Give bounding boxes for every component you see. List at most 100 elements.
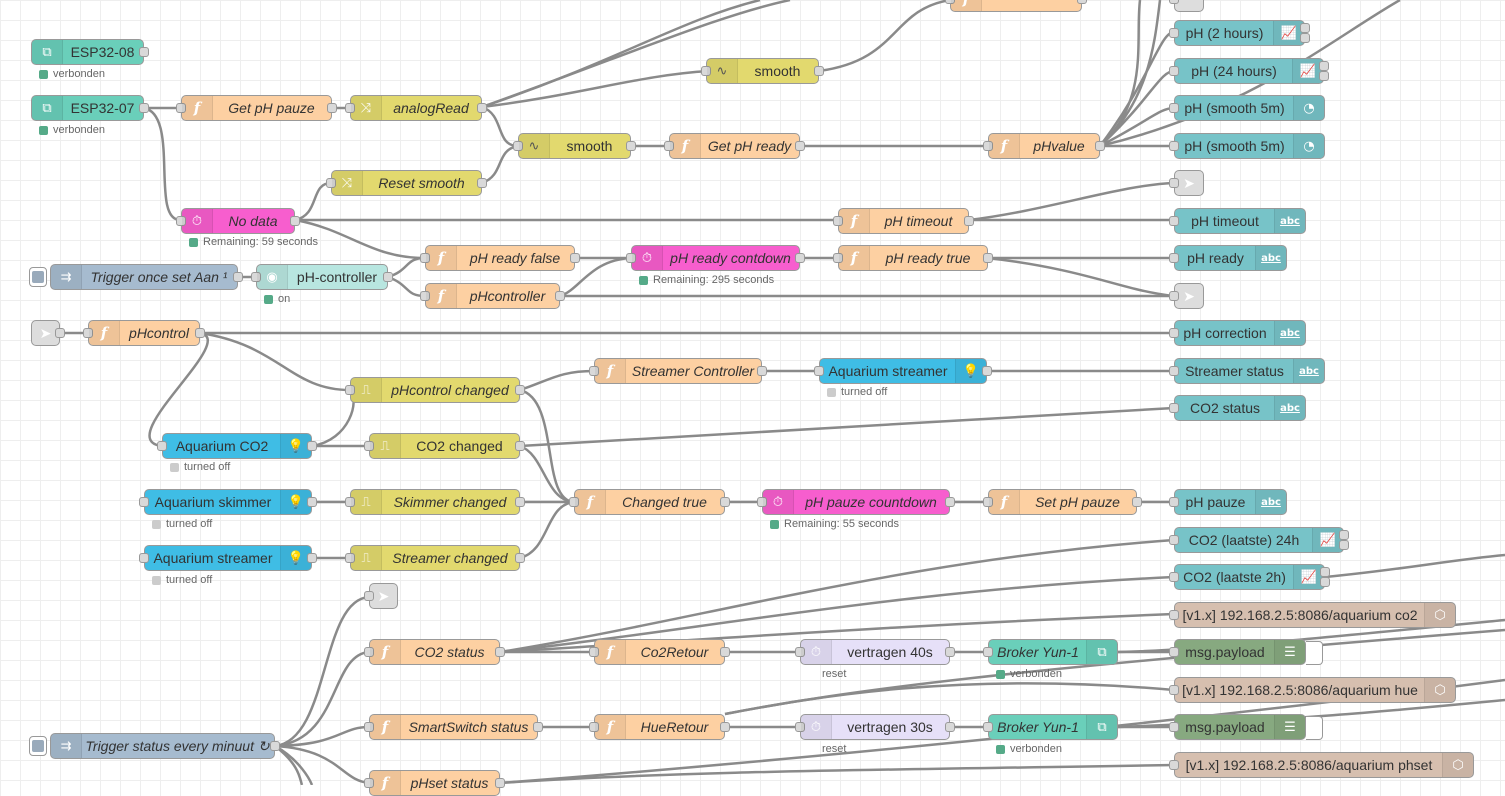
output-port[interactable]: [720, 647, 730, 657]
input-port[interactable]: [420, 253, 430, 263]
input-port[interactable]: [139, 497, 149, 507]
input-port[interactable]: [1169, 141, 1179, 151]
input-port[interactable]: [139, 553, 149, 563]
chart-node-co2-24h[interactable]: CO2 (laatste) 24h 📈: [1169, 527, 1349, 553]
chart-node-ph-24-hours[interactable]: pH (24 hours) 📈: [1169, 58, 1329, 84]
debug-node-msg-payload-a[interactable]: msg.payload ☰: [1169, 639, 1306, 665]
input-port[interactable]: [1169, 253, 1179, 263]
link-node-partial-top[interactable]: [1169, 0, 1204, 12]
function-node-streamer-controller[interactable]: f Streamer Controller: [589, 358, 767, 384]
input-port[interactable]: [176, 216, 186, 226]
input-port[interactable]: [420, 291, 430, 301]
rbe-node-co2-changed[interactable]: ⎍ CO2 changed: [364, 433, 525, 459]
mqtt-node-esp32-08[interactable]: ⧉ ESP32-08: [31, 39, 149, 65]
output-port[interactable]: [1320, 577, 1330, 587]
switch-node-analogread[interactable]: ⤨ analogRead: [345, 95, 487, 121]
input-port[interactable]: [513, 141, 523, 151]
input-port[interactable]: [1169, 366, 1179, 376]
mqtt-out-node-broker-yun-a[interactable]: Broker Yun-1 ⧉: [983, 639, 1118, 665]
gauge-node-ph-smooth-a[interactable]: pH (smooth 5m) ◔: [1169, 95, 1325, 121]
input-port[interactable]: [364, 591, 374, 601]
output-port[interactable]: [307, 497, 317, 507]
output-port[interactable]: [1319, 71, 1329, 81]
input-port[interactable]: [1169, 103, 1179, 113]
function-node-hueretour[interactable]: f HueRetour: [589, 714, 730, 740]
output-port[interactable]: [720, 722, 730, 732]
inject-node-trigger-status[interactable]: ⇉ Trigger status every minuut ↻: [50, 733, 280, 759]
output-port[interactable]: [1339, 540, 1349, 550]
output-port[interactable]: [327, 103, 337, 113]
output-port[interactable]: [383, 272, 393, 282]
influx-node-aquarium-co2[interactable]: [v1.x] 192.168.2.5:8086/aquarium co2 ⬡: [1169, 602, 1456, 628]
input-port[interactable]: [833, 253, 843, 263]
function-node-get-ph-ready[interactable]: f Get pH ready: [664, 133, 805, 159]
output-port[interactable]: [945, 647, 955, 657]
rbe-node-skimmer-changed[interactable]: ⎍ Skimmer changed: [345, 489, 525, 515]
input-port[interactable]: [364, 722, 374, 732]
text-node-ph-pauze[interactable]: pH pauze abc: [1169, 489, 1287, 515]
chart-node-co2-2h[interactable]: CO2 (laatste 2h) 📈: [1169, 564, 1330, 590]
output-port[interactable]: [307, 553, 317, 563]
input-port[interactable]: [795, 647, 805, 657]
input-port[interactable]: [83, 328, 93, 338]
rbe-node-streamer-changed[interactable]: ⎍ Streamer changed: [345, 545, 525, 571]
link-out-node-b[interactable]: ➤: [1169, 283, 1204, 309]
smooth-node-mid[interactable]: ∿ smooth: [513, 133, 636, 159]
input-port[interactable]: [983, 497, 993, 507]
input-port[interactable]: [983, 141, 993, 151]
output-port[interactable]: [515, 441, 525, 451]
function-node-co2retour[interactable]: f Co2Retour: [589, 639, 730, 665]
output-port[interactable]: [1095, 141, 1105, 151]
hue-node-aquarium-skimmer[interactable]: Aquarium skimmer 💡: [139, 489, 317, 515]
hue-node-aquarium-co2[interactable]: Aquarium CO2 💡: [157, 433, 317, 459]
input-port[interactable]: [589, 722, 599, 732]
debug-toggle-b[interactable]: [1306, 716, 1323, 740]
influx-node-aquarium-hue[interactable]: [v1.x] 192.168.2.5:8086/aquarium hue ⬡: [1169, 677, 1456, 703]
function-node-phset-status[interactable]: f pHset status: [364, 770, 505, 796]
output-port[interactable]: [1319, 61, 1329, 71]
output-port[interactable]: [570, 253, 580, 263]
output-port[interactable]: [515, 497, 525, 507]
output-port[interactable]: [477, 178, 487, 188]
hue-node-aquarium-streamer-top[interactable]: Aquarium streamer 💡: [814, 358, 992, 384]
output-port[interactable]: [233, 272, 243, 282]
input-port[interactable]: [664, 141, 674, 151]
input-port[interactable]: [833, 216, 843, 226]
hue-node-aquarium-streamer-bottom[interactable]: Aquarium streamer 💡: [139, 545, 317, 571]
output-port[interactable]: [290, 216, 300, 226]
input-port[interactable]: [1169, 497, 1179, 507]
inject-node-trigger-once[interactable]: ⇉ Trigger once set Aan ¹: [50, 264, 243, 290]
input-port[interactable]: [1169, 291, 1179, 301]
output-port[interactable]: [983, 253, 993, 263]
input-port[interactable]: [364, 441, 374, 451]
output-port[interactable]: [795, 253, 805, 263]
input-port[interactable]: [626, 253, 636, 263]
output-port[interactable]: [515, 553, 525, 563]
output-port[interactable]: [1300, 33, 1310, 43]
function-node-co2-status[interactable]: f CO2 status: [364, 639, 505, 665]
input-port[interactable]: [176, 103, 186, 113]
input-port[interactable]: [1169, 66, 1179, 76]
output-port[interactable]: [1300, 23, 1310, 33]
input-port[interactable]: [345, 385, 355, 395]
output-port[interactable]: [555, 291, 565, 301]
link-out-node-a[interactable]: ➤: [1169, 170, 1204, 196]
input-port[interactable]: [1169, 572, 1179, 582]
output-port[interactable]: [533, 722, 543, 732]
delay-node-vertragen-40s[interactable]: ⏱ vertragen 40s: [795, 639, 955, 665]
chart-node-ph-2-hours[interactable]: pH (2 hours) 📈: [1169, 20, 1310, 46]
output-port[interactable]: [515, 385, 525, 395]
input-port[interactable]: [1169, 535, 1179, 545]
debug-toggle-a[interactable]: [1306, 641, 1323, 665]
text-node-ph-correction[interactable]: pH correction abc: [1169, 320, 1306, 346]
input-port[interactable]: [251, 272, 261, 282]
inject-button[interactable]: [29, 736, 47, 756]
text-node-ph-timeout[interactable]: pH timeout abc: [1169, 208, 1306, 234]
output-port[interactable]: [757, 366, 767, 376]
output-port[interactable]: [307, 441, 317, 451]
input-port[interactable]: [1169, 28, 1179, 38]
input-port[interactable]: [157, 441, 167, 451]
input-port[interactable]: [1169, 216, 1179, 226]
output-port[interactable]: [1132, 497, 1142, 507]
input-port[interactable]: [983, 722, 993, 732]
